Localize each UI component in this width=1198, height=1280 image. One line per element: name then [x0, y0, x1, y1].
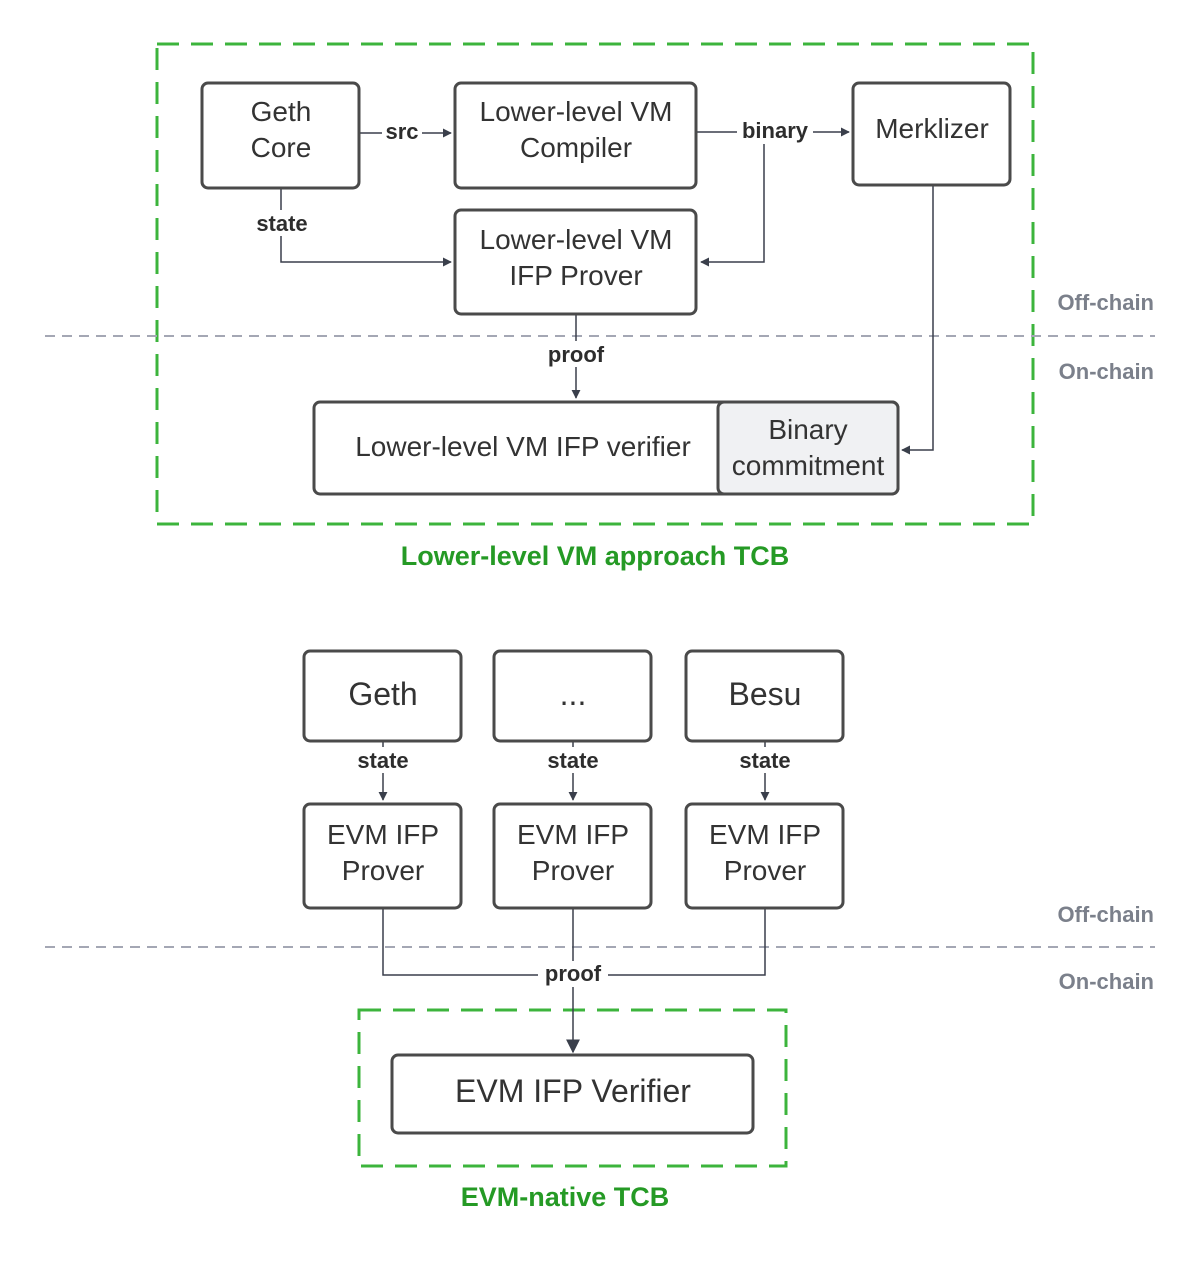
geth-core-line-2: Core — [251, 132, 312, 163]
lower-level-prover-box: Lower-level VM IFP Prover — [453, 208, 698, 316]
evm-prover-other-line-2: Prover — [532, 855, 614, 886]
evm-prover-besu-line-2: Prover — [724, 855, 806, 886]
client-besu-label: Besu — [729, 676, 802, 712]
state-edge-label: state — [256, 211, 307, 236]
binary-to-prover-edge — [700, 132, 765, 267]
merklizer-to-commitment-edge — [901, 186, 934, 455]
client-besu-box: Besu — [684, 649, 845, 743]
evm-prover-besu-line-1: EVM IFP — [709, 819, 821, 850]
binary-commitment-box: Binary commitment — [716, 400, 900, 496]
binary-edge-label: binary — [742, 118, 809, 143]
geth-core-box: Geth Core — [200, 81, 361, 190]
evm-prover-other-box: EVM IFP Prover — [492, 802, 653, 910]
evm-prover-other-line-1: EVM IFP — [517, 819, 629, 850]
compiler-line-1: Lower-level VM — [480, 96, 673, 127]
compiler-box: Lower-level VM Compiler — [453, 81, 698, 190]
lower-level-vm-tcb-title: Lower-level VM approach TCB — [401, 541, 790, 571]
src-edge-label: src — [385, 119, 418, 144]
evm-prover-besu-box: EVM IFP Prover — [684, 802, 845, 910]
evm-native-tcb-title: EVM-native TCB — [461, 1182, 670, 1212]
evm-prover-geth-box: EVM IFP Prover — [302, 802, 463, 910]
client-other-box: ... — [492, 649, 653, 743]
evm-verifier-label: EVM IFP Verifier — [455, 1073, 691, 1109]
binary-commitment-line-2: commitment — [732, 450, 885, 481]
binary-commitment-line-1: Binary — [768, 414, 847, 445]
merklizer-box: Merklizer — [851, 81, 1012, 187]
middle-state-label: state — [547, 748, 598, 773]
client-geth-box: Geth — [302, 649, 463, 743]
lower-level-prover-line-1: Lower-level VM — [480, 224, 673, 255]
bottom-proof-label: proof — [545, 961, 602, 986]
lower-level-prover-line-2: IFP Prover — [509, 260, 642, 291]
compiler-line-2: Compiler — [520, 132, 632, 163]
merklizer-label: Merklizer — [875, 113, 989, 144]
client-other-label: ... — [560, 676, 587, 712]
bottom-off-chain-label: Off-chain — [1057, 902, 1154, 927]
top-proof-edge-label: proof — [548, 342, 605, 367]
bottom-on-chain-label: On-chain — [1059, 969, 1154, 994]
evm-prover-geth-line-1: EVM IFP — [327, 819, 439, 850]
lower-level-verifier-label: Lower-level VM IFP verifier — [355, 431, 691, 462]
top-off-chain-label: Off-chain — [1057, 290, 1154, 315]
top-on-chain-label: On-chain — [1059, 359, 1154, 384]
besu-state-label: state — [739, 748, 790, 773]
evm-prover-geth-line-2: Prover — [342, 855, 424, 886]
geth-core-line-1: Geth — [251, 96, 312, 127]
evm-verifier-box: EVM IFP Verifier — [390, 1053, 755, 1135]
geth-state-label: state — [357, 748, 408, 773]
client-geth-label: Geth — [348, 676, 417, 712]
